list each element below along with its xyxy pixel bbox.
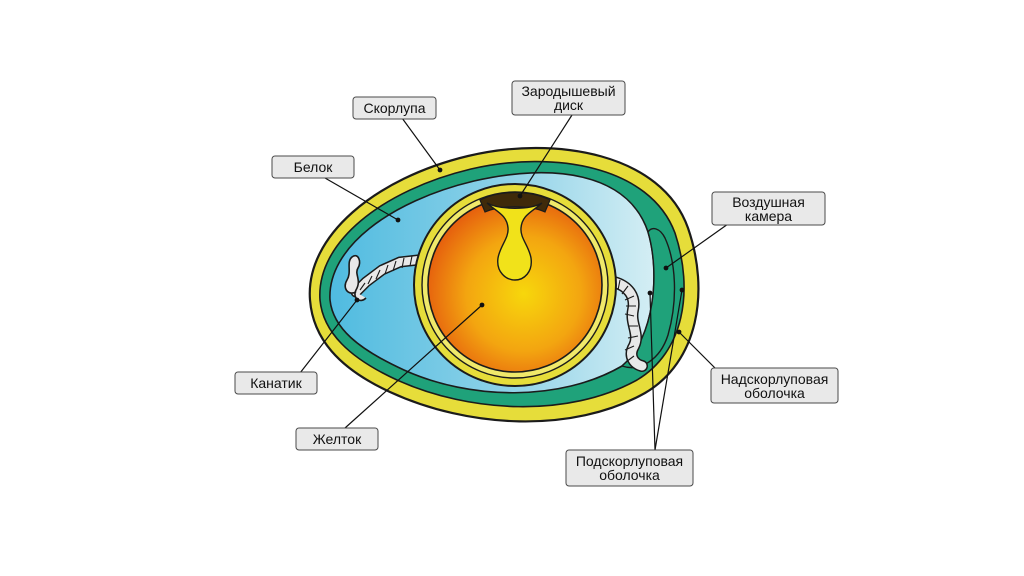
- leader-lines: [299, 114, 729, 451]
- label-outer-membrane-line2: оболочка: [744, 385, 805, 401]
- label-albumen-text: Белок: [294, 159, 334, 175]
- label-shell-text: Скорлупа: [363, 100, 425, 116]
- label-air-cell-line2: камера: [745, 208, 792, 224]
- chalaza-right: [608, 276, 648, 372]
- label-inner-membrane: Подскорлуповая оболочка: [565, 449, 694, 487]
- label-air-cell-line1: Воздушная: [732, 194, 805, 210]
- label-air-cell: Воздушная камера: [711, 191, 826, 226]
- label-shell: Скорлупа: [352, 96, 437, 120]
- label-outer-membrane-line1: Надскорлуповая: [721, 371, 829, 387]
- yolk: [413, 183, 617, 387]
- label-inner-membrane-line1: Подскорлуповая: [576, 453, 683, 469]
- egg: [308, 146, 700, 423]
- label-germinal-disc-line2: диск: [554, 97, 584, 113]
- label-albumen: Белок: [271, 155, 355, 179]
- label-yolk: Желток: [295, 427, 379, 451]
- label-outer-membrane: Надскорлуповая оболочка: [710, 367, 839, 404]
- label-inner-membrane-line2: оболочка: [599, 467, 660, 483]
- label-germinal-disc: Зародышевый диск: [511, 80, 626, 116]
- label-chalaza-text: Канатик: [250, 375, 302, 391]
- chalaza-left: [344, 254, 424, 302]
- germinal-disc: [479, 191, 551, 281]
- label-germinal-disc-line1: Зародышевый: [521, 83, 615, 99]
- label-chalaza: Канатик: [234, 371, 318, 395]
- label-yolk-text: Желток: [313, 431, 362, 447]
